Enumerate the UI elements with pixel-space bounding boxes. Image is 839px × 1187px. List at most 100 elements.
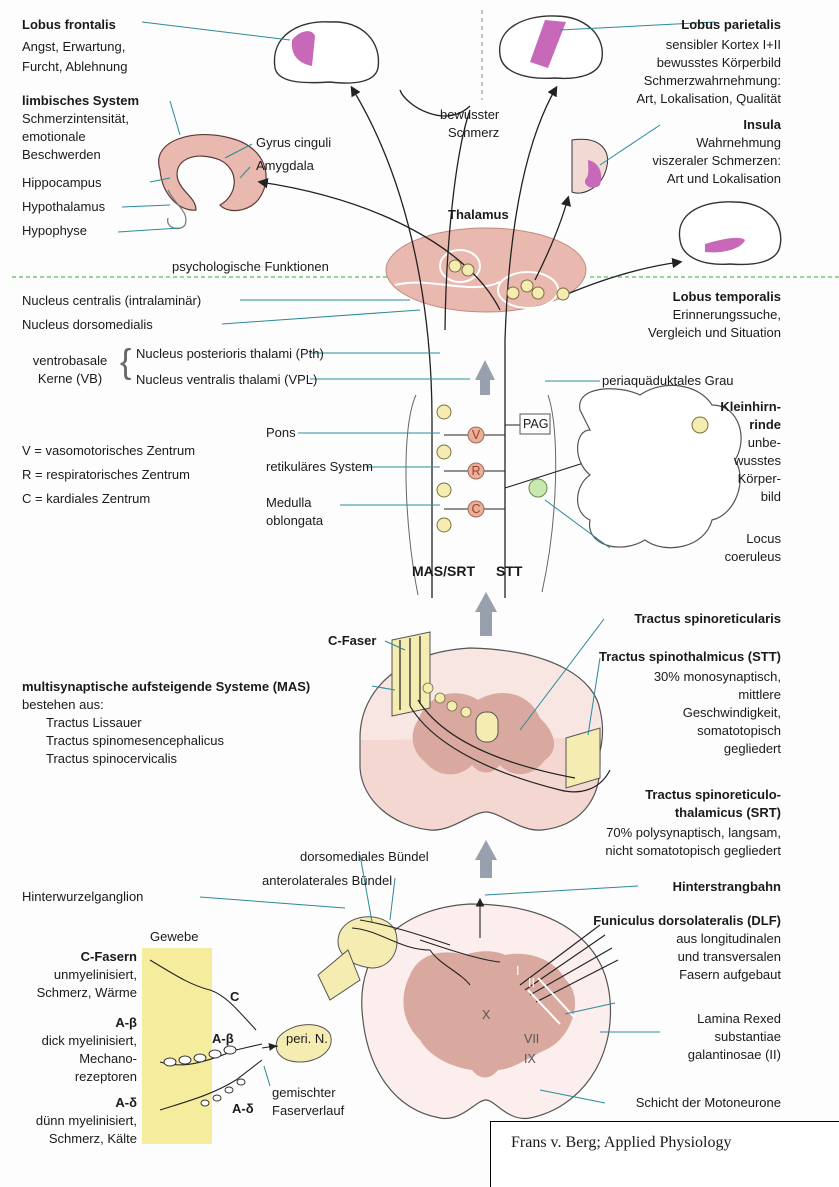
psych-label: psychologische Funktionen bbox=[172, 258, 329, 276]
legend-v: V = vasomotorisches Zentrum bbox=[22, 442, 195, 460]
srt-title-2: thalamicus (SRT) bbox=[675, 804, 781, 822]
brain-parietal-icon bbox=[500, 16, 603, 78]
motoneurone-label: Schicht der Motoneurone bbox=[636, 1094, 781, 1112]
locus-line-1: Locus bbox=[746, 530, 781, 548]
lobus-parietalis-line-2: bewusstes Körperbild bbox=[657, 54, 781, 72]
pons-label: Pons bbox=[266, 424, 296, 442]
lamina-rexed-line-3: galantinosae (II) bbox=[688, 1046, 781, 1064]
gewebe-label: Gewebe bbox=[150, 928, 198, 946]
lobus-frontalis-line-2: Furcht, Ablehnung bbox=[22, 58, 128, 76]
a-beta-line-2: Mechano- bbox=[79, 1050, 137, 1068]
kleinhirn-title-2: rinde bbox=[749, 416, 781, 434]
kleinhirn-line-2: wusstes bbox=[734, 452, 781, 470]
mas-sub: bestehen aus: bbox=[22, 696, 104, 714]
brain-temporal-icon bbox=[679, 202, 780, 265]
mas-item-3: Tractus spinocervicalis bbox=[46, 750, 177, 768]
kleinhirn-line-4: bild bbox=[761, 488, 781, 506]
thalamus-label: Thalamus bbox=[448, 206, 509, 224]
thalamus-body bbox=[386, 228, 586, 312]
hypophyse-label: Hypophyse bbox=[22, 222, 87, 240]
lobus-temporalis-line-2: Vergleich und Situation bbox=[648, 324, 781, 342]
dlf-line-2: und transversalen bbox=[678, 948, 781, 966]
bewusster-line-2: Schmerz bbox=[448, 124, 499, 142]
c-faser-label: C-Faser bbox=[328, 632, 376, 650]
a-beta-title: A-β bbox=[115, 1014, 137, 1032]
fiber-c-label: C bbox=[230, 988, 239, 1006]
limbic-line-2: emotionale bbox=[22, 128, 86, 146]
stt-line-2: mittlere bbox=[738, 686, 781, 704]
hinterstrang-label: Hinterstrangbahn bbox=[673, 878, 781, 896]
center-v-label: V bbox=[468, 426, 484, 444]
a-delta-line-1: dünn myelinisiert, bbox=[36, 1112, 137, 1130]
mas-item-1: Tractus Lissauer bbox=[46, 714, 142, 732]
dorsomediales-label: dorsomediales Bündel bbox=[300, 848, 429, 866]
tissue-band bbox=[142, 948, 212, 1144]
limbic-system-icon bbox=[159, 135, 267, 229]
c-fasern-line-1: unmyelinisiert, bbox=[54, 966, 137, 984]
lamina-i-label: I bbox=[516, 962, 519, 980]
nucleus-centralis-label: Nucleus centralis (intralaminär) bbox=[22, 292, 201, 310]
a-beta-line-3: rezeptoren bbox=[75, 1068, 137, 1086]
hypothalamus-label: Hypothalamus bbox=[22, 198, 105, 216]
limbic-line-1: Schmerzintensität, bbox=[22, 110, 129, 128]
lobus-parietalis-line-4: Art, Lokalisation, Qualität bbox=[636, 90, 781, 108]
stt-line-5: gegliedert bbox=[724, 740, 781, 758]
kleinhirn-line-1: unbe- bbox=[748, 434, 781, 452]
dlf-title: Funiculus dorsolateralis (DLF) bbox=[593, 912, 781, 930]
limbic-title: limbisches System bbox=[22, 92, 139, 110]
dlf-line-3: Fasern aufgebaut bbox=[679, 966, 781, 984]
locus-line-2: coeruleus bbox=[725, 548, 781, 566]
mas-srt-label: MAS/SRT bbox=[412, 562, 475, 580]
lobus-temporalis-title: Lobus temporalis bbox=[673, 288, 781, 306]
retikulaer-label: retikuläres System bbox=[266, 458, 373, 476]
tractus-spinoreticularis-label: Tractus spinoreticularis bbox=[634, 610, 781, 628]
insula-line-1: Wahrnehmung bbox=[696, 134, 781, 152]
a-beta-line-1: dick myelinisiert, bbox=[42, 1032, 137, 1050]
nucleus-pth-label: Nucleus posterioris thalami (Pth) bbox=[136, 345, 324, 363]
lamina-ii-label: II bbox=[528, 974, 535, 992]
lobus-frontalis-title: Lobus frontalis bbox=[22, 16, 116, 34]
mas-item-2: Tractus spinomesencephalicus bbox=[46, 732, 224, 750]
insula-icon bbox=[572, 139, 608, 193]
ventrobasal-line-1: ventrobasale bbox=[20, 352, 120, 370]
medulla-line-1: Medulla bbox=[266, 494, 312, 512]
srt-line-2: nicht somatotopisch gegliedert bbox=[605, 842, 781, 860]
ventrobasal-brace: { bbox=[120, 342, 131, 382]
a-delta-title: A-δ bbox=[115, 1094, 137, 1112]
lamina-rexed-line-2: substantiae bbox=[715, 1028, 782, 1046]
peri-n-label: peri. N. bbox=[286, 1030, 328, 1048]
lamina-vii-label: VII bbox=[524, 1030, 539, 1048]
c-fasern-title: C-Fasern bbox=[81, 948, 137, 966]
lobus-parietalis-title: Lobus parietalis bbox=[681, 16, 781, 34]
lobus-frontalis-line-1: Angst, Erwartung, bbox=[22, 38, 125, 56]
gyrus-cinguli-label: Gyrus cinguli bbox=[256, 134, 331, 152]
fiber-ab-label: A-β bbox=[212, 1030, 234, 1048]
lamina-ix-label: IX bbox=[524, 1050, 536, 1068]
kleinhirn-line-3: Körper- bbox=[738, 470, 781, 488]
gemischter-line-2: Faserverlauf bbox=[272, 1102, 344, 1120]
lobus-temporalis-line-1: Erinnerungssuche, bbox=[673, 306, 781, 324]
insula-line-3: Art und Lokalisation bbox=[667, 170, 781, 188]
insula-line-2: viszeraler Schmerzen: bbox=[652, 152, 781, 170]
srt-title-1: Tractus spinoreticulo- bbox=[645, 786, 781, 804]
limbic-line-3: Beschwerden bbox=[22, 146, 101, 164]
gemischter-line-1: gemischter bbox=[272, 1084, 336, 1102]
hinterwurzel-label: Hinterwurzelganglion bbox=[22, 888, 143, 906]
locus-coeruleus-dot bbox=[529, 479, 547, 497]
center-r-label: R bbox=[468, 462, 484, 480]
lamina-rexed-line-1: Lamina Rexed bbox=[697, 1010, 781, 1028]
lobus-parietalis-line-1: sensibler Kortex I+II bbox=[666, 36, 781, 54]
legend-r: R = respiratorisches Zentrum bbox=[22, 466, 190, 484]
ventrobasal-line-2: Kerne (VB) bbox=[20, 370, 120, 388]
hippocampus-label: Hippocampus bbox=[22, 174, 102, 192]
medulla-line-2: oblongata bbox=[266, 512, 323, 530]
cerebellum-outline bbox=[578, 385, 741, 547]
bewusster-line-1: bewusster bbox=[440, 106, 499, 124]
anterolaterales-label: anterolaterales Bündel bbox=[262, 872, 392, 890]
pag-full-label: periaquäduktales Grau bbox=[602, 372, 734, 390]
legend-c: C = kardiales Zentrum bbox=[22, 490, 150, 508]
c-fasern-line-2: Schmerz, Wärme bbox=[37, 984, 137, 1002]
stt-line-1: 30% monosynaptisch, bbox=[654, 668, 781, 686]
cerebellum-nucleus bbox=[692, 417, 708, 433]
